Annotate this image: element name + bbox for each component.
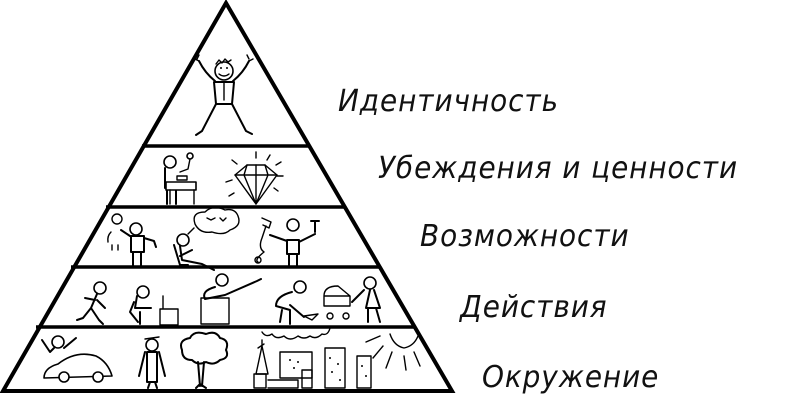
thinking-person-icon [173,206,240,271]
level-label-identity: Идентичность [338,84,559,119]
level-label-beliefs-values: Убеждения и ценности [378,151,739,186]
sun-icon [365,333,421,371]
level-label-actions: Действия [460,290,608,325]
woman-with-stroller-icon [323,276,381,323]
level-label-environment: Окружение [482,360,660,395]
person-digging-icon [275,280,319,325]
joyful-person-icon [194,54,254,136]
woman-by-car-icon [41,335,113,383]
tree-icon [180,331,229,389]
person-at-desk-icon [163,152,197,205]
man-standing-icon [138,336,166,389]
cloud-icon [261,327,331,340]
pyramid-outline [0,0,456,393]
city-buildings-icon [253,339,372,389]
walking-person-icon [76,281,107,325]
two-people-icon [107,213,157,267]
person-with-drill-and-hammer-icon [254,217,320,267]
diamond-icon [225,151,284,205]
person-pointing-icon [200,273,262,325]
person-at-computer-icon [129,285,179,326]
level-label-capabilities: Возможности [420,219,630,254]
